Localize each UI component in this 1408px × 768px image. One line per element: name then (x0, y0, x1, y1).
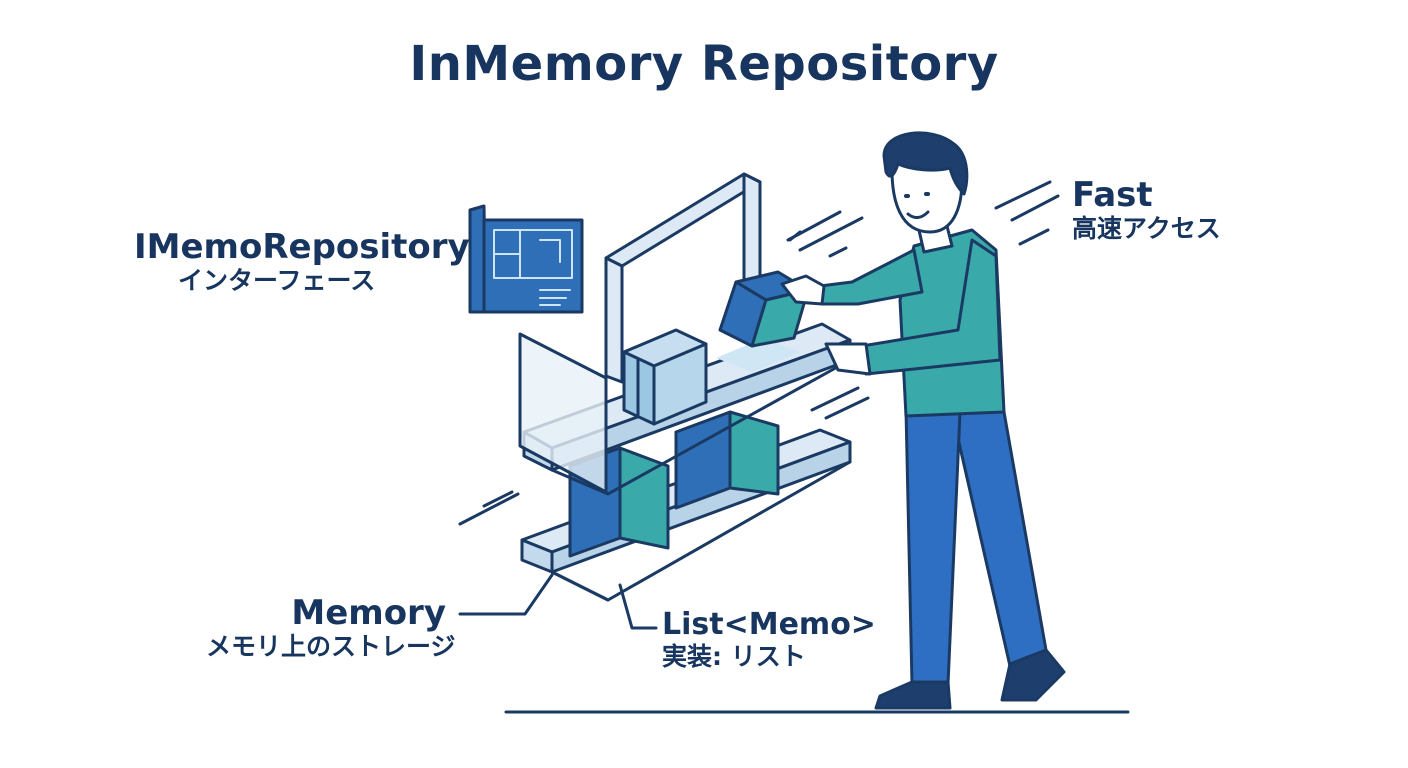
box-on-shelf (622, 328, 708, 426)
shelf-frame (604, 172, 762, 384)
box-in-hand (718, 270, 810, 348)
interface-label-sub: インターフェース (178, 266, 376, 296)
drop-zone (716, 338, 800, 372)
page-title: InMemory Repository (409, 36, 999, 92)
motion-lines-icon (458, 180, 1060, 526)
memory-label: Memory メモリ上のストレージ (206, 593, 506, 662)
fast-label: Fast 高速アクセス (1072, 175, 1221, 244)
person (780, 131, 1066, 710)
glass-panel (518, 332, 608, 494)
interface-label-main: IMemoRepository (134, 227, 470, 267)
memory-label-main: Memory (291, 593, 446, 633)
fast-label-main: Fast (1072, 175, 1153, 215)
blueprint-icon (468, 204, 584, 314)
list-label: List<Memo> 実装: リスト (662, 607, 876, 671)
memory-label-sub: メモリ上のストレージ (206, 632, 456, 662)
memory-leader (458, 573, 554, 616)
list-leader (618, 583, 658, 630)
interface-label: IMemoRepository インターフェース (134, 227, 470, 296)
list-label-sub: 実装: リスト (662, 641, 806, 671)
list-label-main: List<Memo> (662, 607, 876, 642)
fast-label-sub: 高速アクセス (1072, 214, 1221, 244)
